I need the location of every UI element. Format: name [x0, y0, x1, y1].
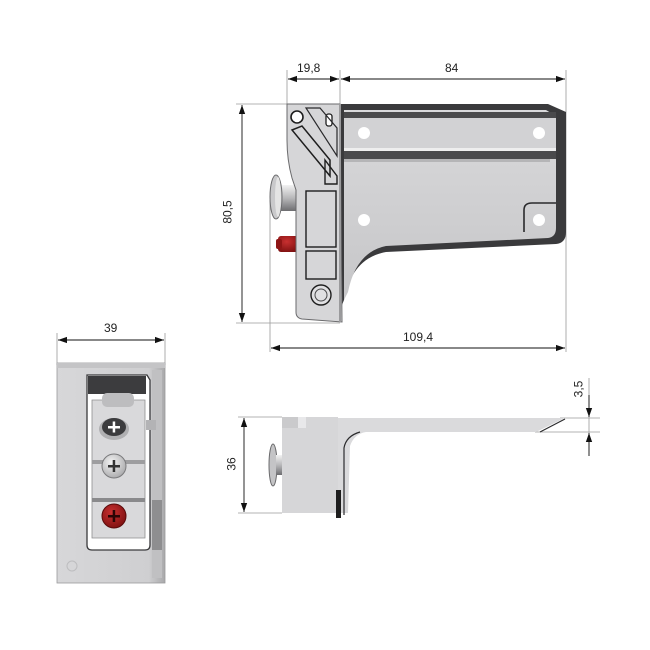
dim-label-side-height: 80,5 — [220, 200, 235, 224]
top-view — [238, 378, 600, 518]
logo-icon — [66, 560, 78, 572]
dim-label-top-height: 36 — [224, 457, 239, 471]
dim-label-thickness: 3,5 — [571, 380, 586, 398]
side-view — [236, 70, 567, 352]
height-adjustment-screw-icon — [99, 418, 129, 440]
depth-adjustment-screw-icon — [101, 503, 127, 529]
red-cam — [276, 236, 300, 252]
side-adjustment-screw-icon — [101, 453, 127, 479]
dim-label-top-left-width: 19,8 — [297, 61, 321, 75]
front-view — [56, 333, 166, 584]
adjustment-knob — [269, 174, 300, 220]
dim-label-top-right-width: 84 — [445, 61, 459, 75]
side-view-dimension-lines — [238, 75, 565, 352]
mounting-plate — [340, 104, 566, 310]
mounting-hole-icon — [533, 127, 545, 139]
dim-label-front-width: 39 — [104, 321, 118, 335]
dim-label-overall-width: 109,4 — [403, 330, 434, 344]
mounting-hole-icon — [358, 214, 370, 226]
mounting-hole-icon — [533, 214, 545, 226]
front-view-extension-lines — [56, 333, 166, 365]
housing — [286, 103, 343, 323]
mounting-hole-icon — [358, 127, 370, 139]
